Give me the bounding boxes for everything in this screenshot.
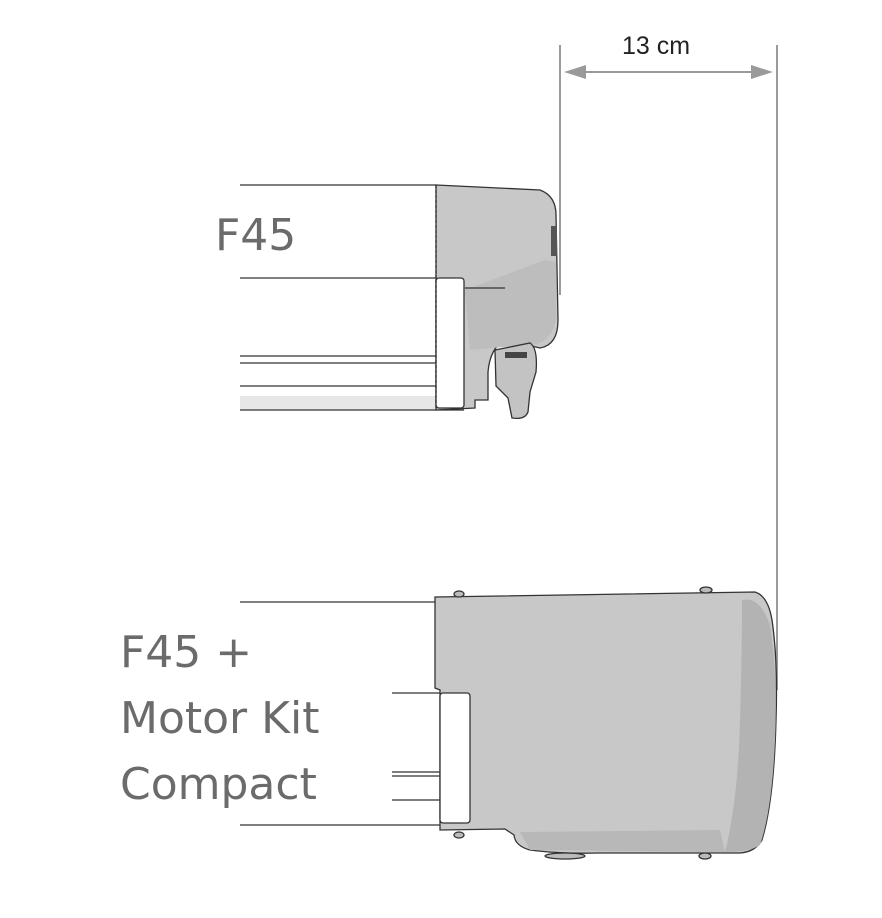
arrow-left-head — [564, 65, 586, 79]
dimension-label: 13 cm — [622, 32, 691, 60]
f45-motor-kit-label-line2: Motor Kit — [120, 693, 320, 744]
dimension-13cm — [559, 45, 778, 690]
f45-awning-drawing — [240, 184, 559, 420]
f45-motor-kit-label-line3: Compact — [120, 759, 317, 810]
f45-motor-kit-label-line1: F45 + — [120, 627, 253, 678]
arrow-right-head — [751, 65, 773, 79]
f45-motor-kit-drawing — [240, 586, 778, 860]
f45-label: F45 — [215, 210, 297, 261]
